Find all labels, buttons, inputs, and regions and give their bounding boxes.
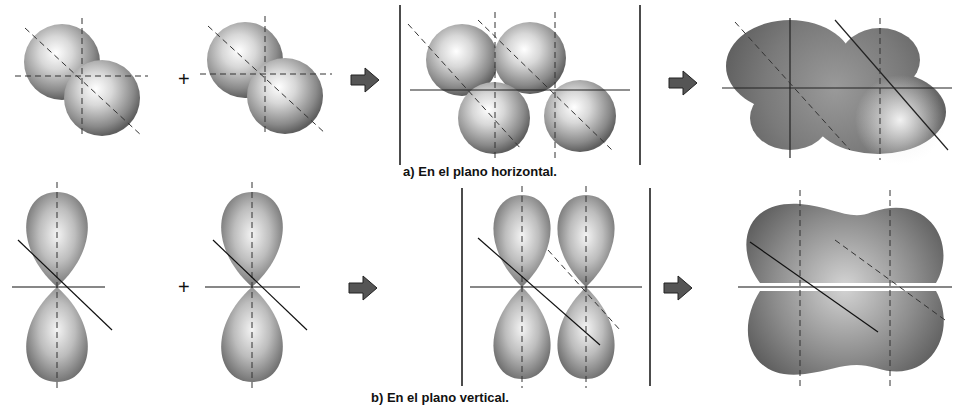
p-orbital [205, 182, 307, 392]
plus-sign: + [176, 68, 192, 90]
overlapping-orbitals [408, 12, 630, 160]
reaction-arrow [669, 71, 697, 95]
p-orbital [12, 182, 112, 392]
s-orbital-pair [15, 18, 148, 138]
plus-sign: + [176, 276, 192, 298]
reaction-arrow [351, 68, 379, 92]
bracket [400, 5, 640, 165]
caption-label: b) En el plano vertical. [369, 391, 511, 405]
s-orbital-pair [200, 16, 332, 136]
overlapping-orbitals [470, 186, 642, 388]
caption-label: a) En el plano horizontal. [401, 165, 559, 179]
reaction-arrow [349, 276, 377, 300]
bracket [462, 188, 650, 386]
molecular-orbital [722, 18, 952, 165]
molecular-orbital [738, 190, 952, 388]
reaction-arrow [664, 276, 692, 300]
